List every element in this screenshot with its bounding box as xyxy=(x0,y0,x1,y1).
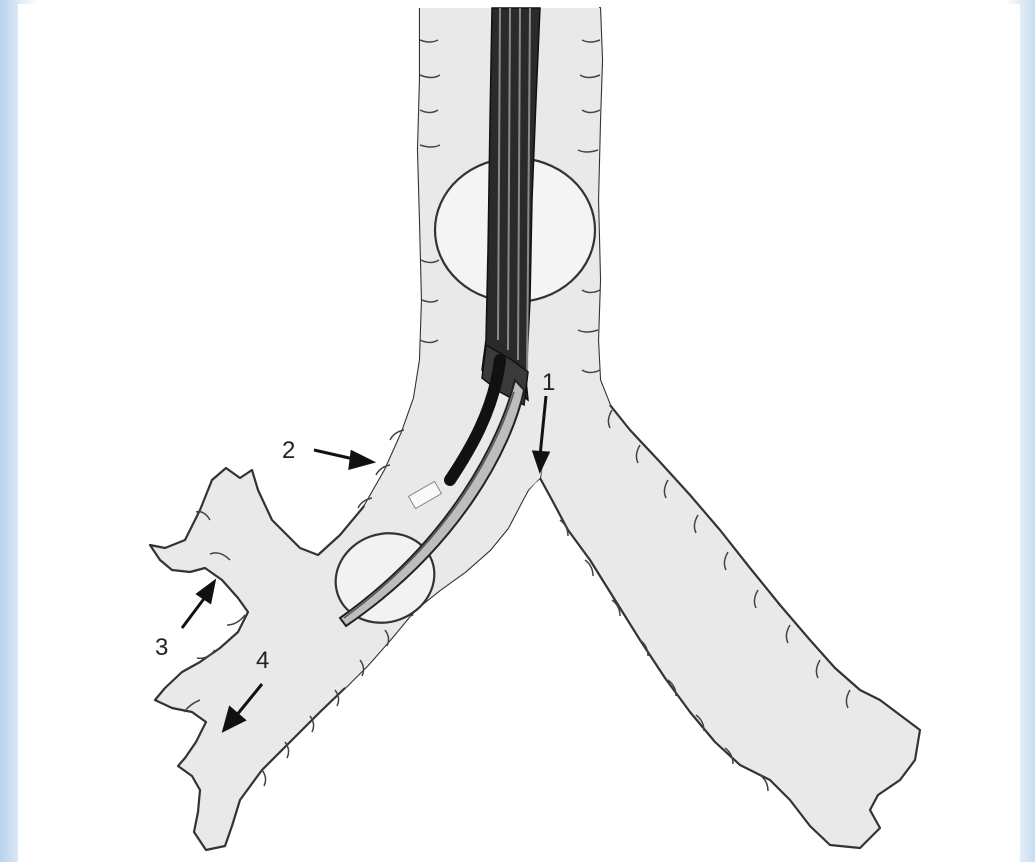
label-4: 4 xyxy=(256,647,269,674)
label-3: 3 xyxy=(155,634,168,661)
label-2: 2 xyxy=(282,437,295,464)
label-1: 1 xyxy=(542,369,555,396)
